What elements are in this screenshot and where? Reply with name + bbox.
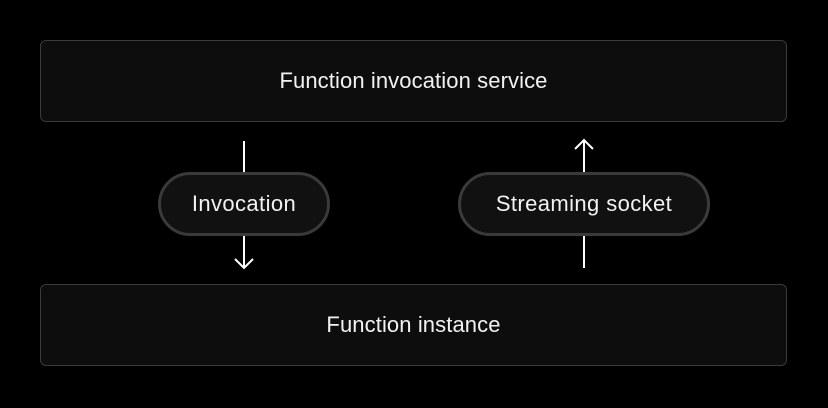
streaming-arrowhead-up-icon [574,138,594,150]
function-invocation-service-box: Function invocation service [40,40,787,122]
invocation-label: Invocation [191,191,297,216]
streaming-socket-label: Streaming socket [495,191,673,216]
invocation-pill: Invocation [158,172,330,236]
streaming-socket-pill: Streaming socket [458,172,710,236]
function-instance-label: Function instance [326,312,501,337]
function-instance-box: Function instance [40,284,787,366]
invocation-arrowhead-down-icon [234,258,254,270]
function-invocation-service-label: Function invocation service [279,68,548,93]
